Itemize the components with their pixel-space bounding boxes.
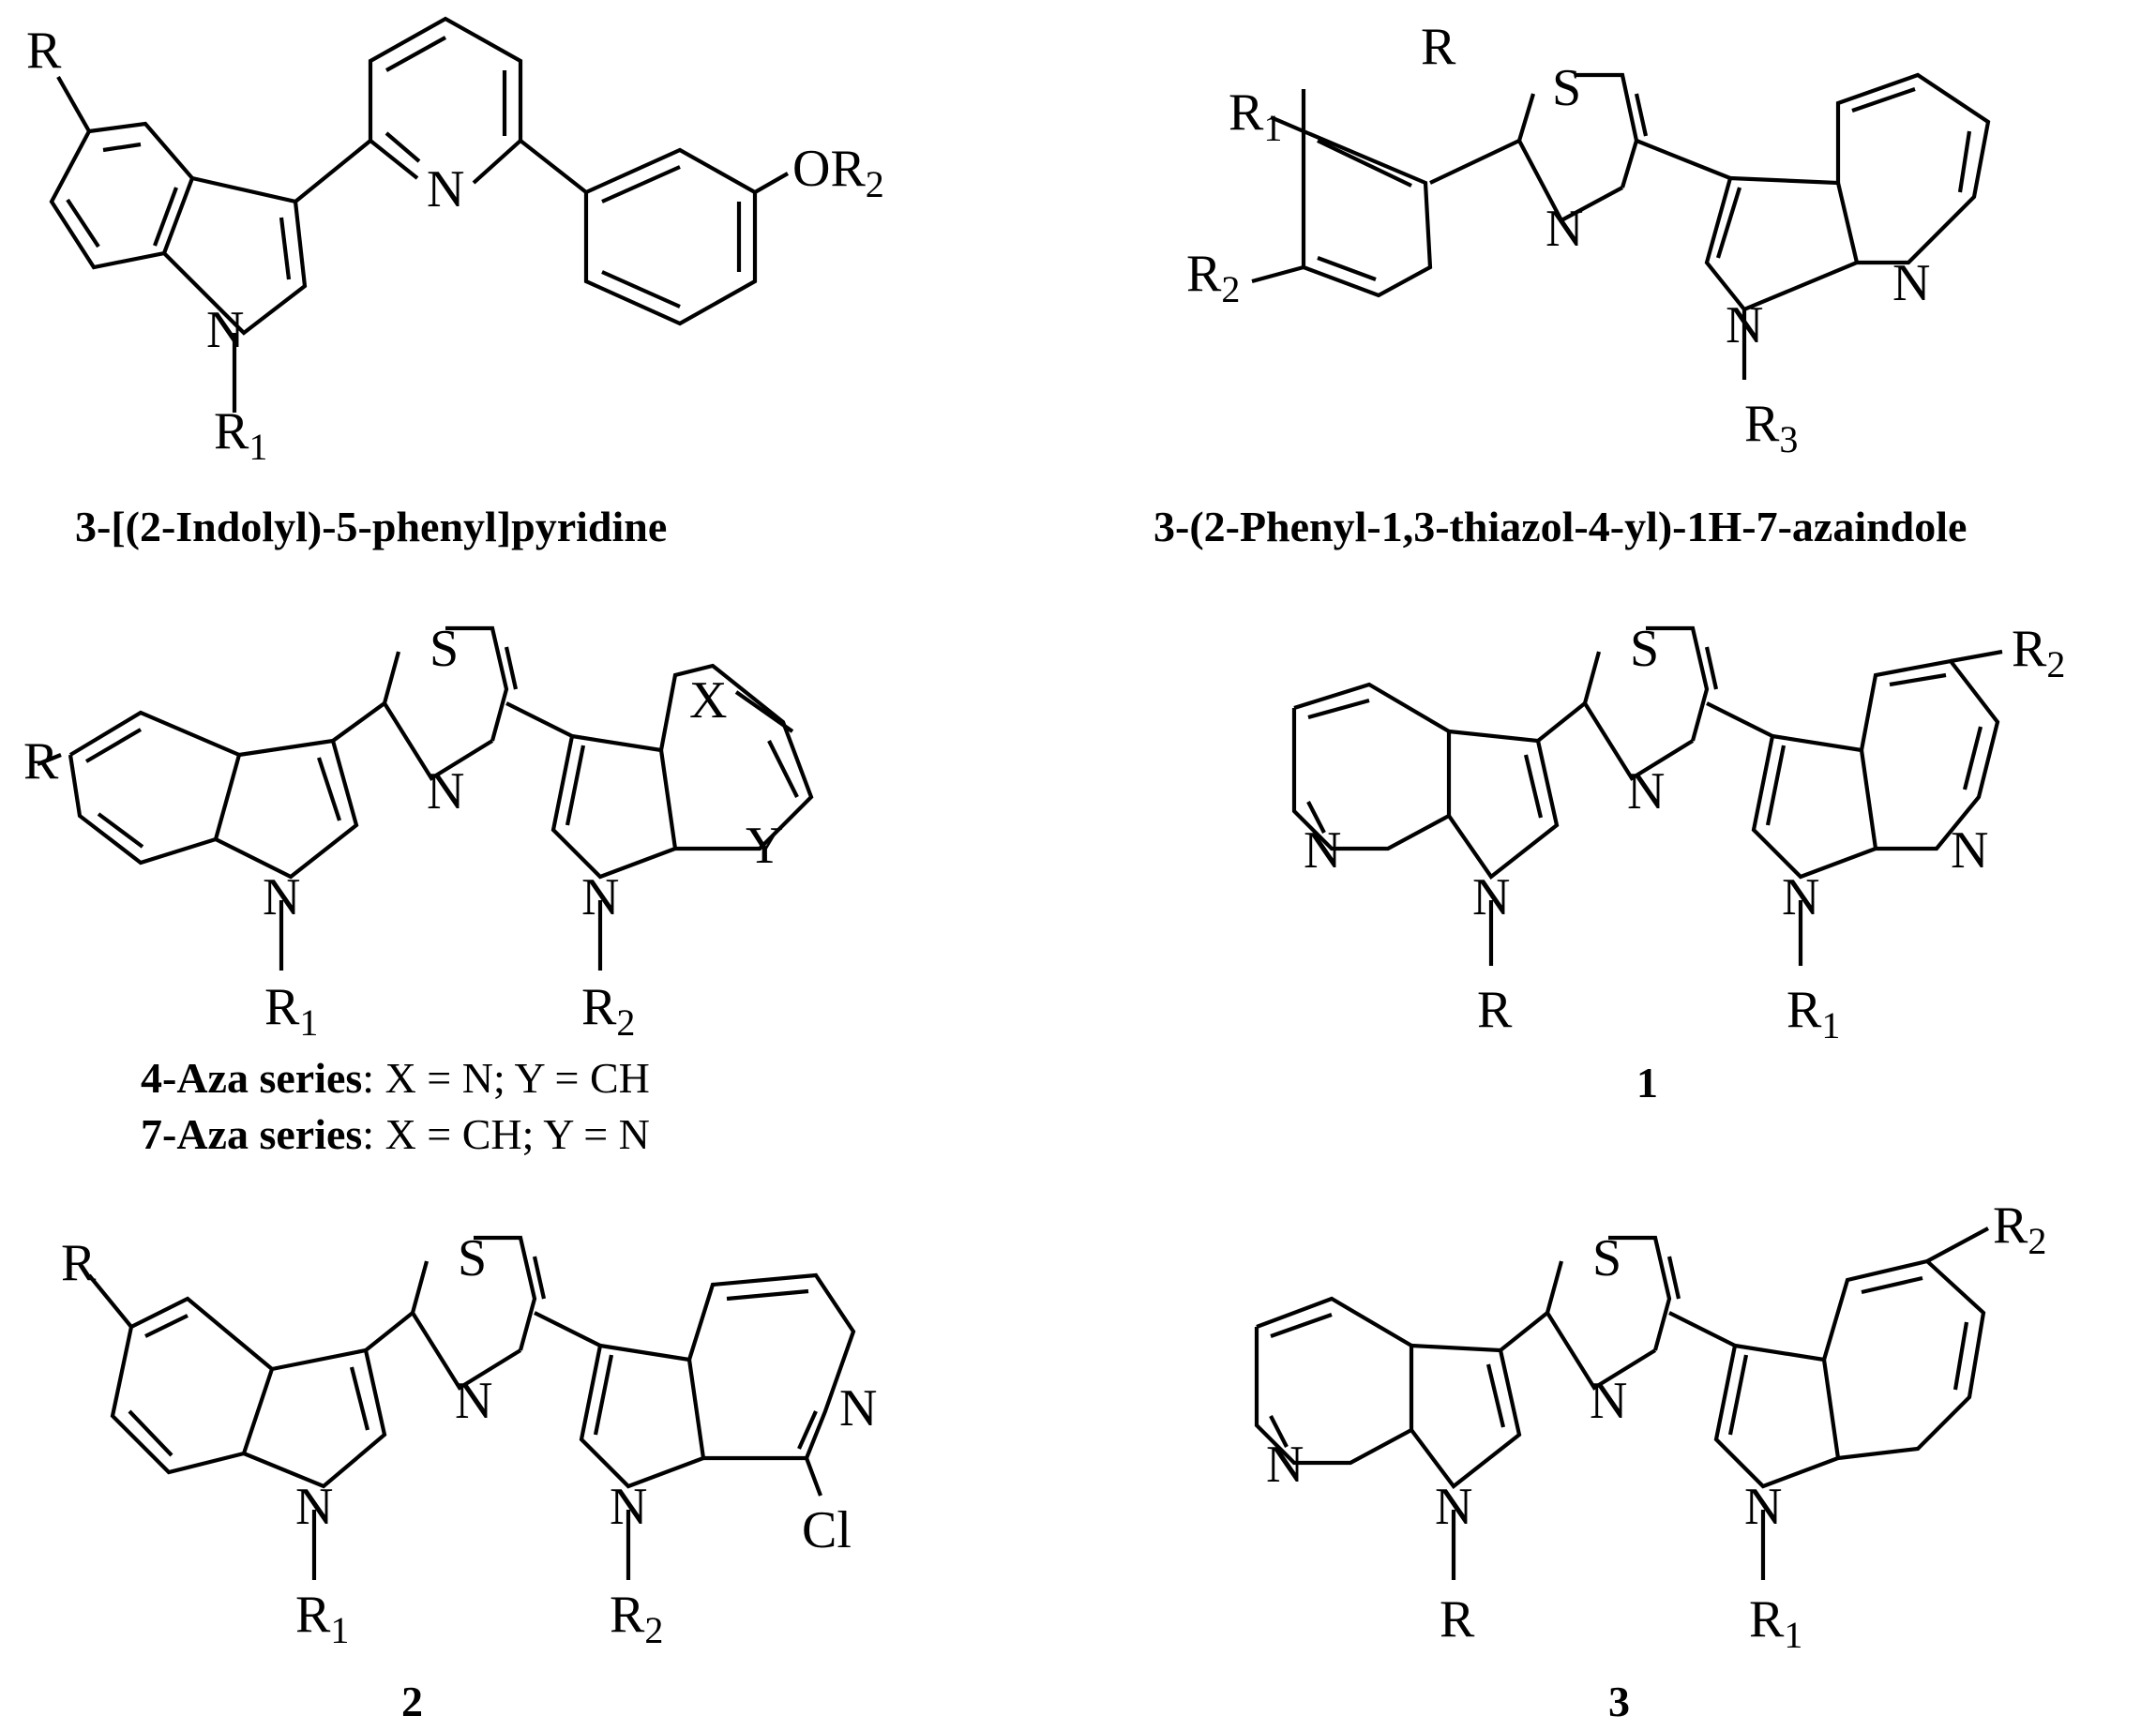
heteroatom-label: N bbox=[839, 1379, 877, 1437]
molecule-compound-3 bbox=[1254, 1227, 1989, 1580]
heteroatom-label: S bbox=[1592, 1229, 1621, 1287]
heteroatom-label: S bbox=[458, 1229, 487, 1287]
substituent-label: R1 bbox=[264, 978, 318, 1044]
heteroatom-label: N bbox=[427, 762, 464, 820]
substituent-label: R1 bbox=[1787, 981, 1840, 1046]
heteroatom-label: N bbox=[206, 301, 244, 359]
substituent-label: R bbox=[1421, 18, 1456, 76]
substituent-label: X bbox=[689, 671, 727, 730]
heteroatom-label: N bbox=[1472, 868, 1510, 926]
molecule-phenyl-thiazolyl-azaindole bbox=[1251, 72, 1991, 380]
caption-compound-3: 3 bbox=[1608, 1677, 1630, 1726]
heteroatom-label: N bbox=[1744, 1478, 1782, 1536]
heteroatom-label: S bbox=[430, 620, 459, 678]
molecule-indolyl-phenyl-pyridine bbox=[49, 16, 790, 413]
heteroatom-label: N bbox=[263, 868, 300, 926]
molecule-compound-1 bbox=[1291, 625, 2003, 966]
substituent-label: R1 bbox=[295, 1586, 349, 1651]
substituent-label: R bbox=[1440, 1590, 1475, 1648]
heteroatom-label: N bbox=[1782, 868, 1819, 926]
substituent-label: R1 bbox=[1229, 83, 1282, 149]
substituent-label: R2 bbox=[1186, 245, 1240, 310]
heteroatom-label: N bbox=[1304, 821, 1341, 880]
substituent-label: R2 bbox=[1993, 1197, 2046, 1262]
substituent-label: R1 bbox=[1749, 1590, 1802, 1656]
heteroatom-label: N bbox=[295, 1478, 333, 1536]
substituent-label: R2 bbox=[610, 1586, 663, 1651]
heteroatom-label: N bbox=[1951, 821, 1988, 880]
caption-line-4-aza: 4-Aza series: X = N; Y = CH bbox=[141, 1050, 650, 1106]
caption-compound-2: 2 bbox=[401, 1677, 423, 1726]
caption-phenyl-thiazolyl-azaindole: 3-(2-Phenyl-1,3-thiazol-4-yl)-1H-7-azain… bbox=[1153, 502, 1967, 551]
substituent-label: R1 bbox=[214, 402, 267, 468]
compound-number: 2 bbox=[401, 1678, 423, 1725]
molecule-compound-2 bbox=[87, 1235, 856, 1580]
series-label: 7-Aza series bbox=[141, 1110, 363, 1158]
series-definition: : X = N; Y = CH bbox=[362, 1054, 650, 1102]
caption-indolyl-phenyl-pyridine: 3-[(2-Indolyl)-5-phenyl]pyridine bbox=[75, 502, 667, 551]
series-definition: : X = CH; Y = N bbox=[362, 1110, 650, 1158]
heteroatom-label: N bbox=[427, 160, 464, 218]
substituent-label: R3 bbox=[1744, 395, 1798, 460]
heteroatom-label: N bbox=[1266, 1436, 1304, 1494]
molecule-aza-series bbox=[37, 625, 814, 971]
substituent-label: OR2 bbox=[792, 140, 884, 205]
caption-aza-series: 4-Aza series: X = N; Y = CH 7-Aza series… bbox=[141, 1050, 650, 1163]
substituent-label: R bbox=[23, 732, 59, 790]
heteroatom-label: N bbox=[581, 868, 619, 926]
compound-number: 3 bbox=[1608, 1678, 1630, 1725]
substituent-label: R2 bbox=[2012, 620, 2065, 685]
heteroatom-label: N bbox=[1892, 254, 1930, 312]
heteroatom-label: N bbox=[1435, 1478, 1472, 1536]
caption-compound-1: 1 bbox=[1636, 1058, 1658, 1107]
heteroatom-label: N bbox=[455, 1372, 492, 1430]
substituent-label: Cl bbox=[802, 1501, 852, 1559]
caption-text: 3-[(2-Indolyl)-5-phenyl]pyridine bbox=[75, 503, 668, 550]
series-label: 4-Aza series bbox=[141, 1054, 363, 1102]
caption-line-7-aza: 7-Aza series: X = CH; Y = N bbox=[141, 1106, 650, 1163]
heteroatom-label: S bbox=[1630, 620, 1659, 678]
heteroatom-label: N bbox=[1627, 762, 1665, 820]
heteroatom-label: N bbox=[610, 1478, 647, 1536]
heteroatom-label: S bbox=[1552, 59, 1581, 117]
caption-text: 3-(2-Phenyl-1,3-thiazol-4-yl)-1H-7-azain… bbox=[1153, 503, 1968, 550]
substituent-label: R bbox=[1477, 981, 1513, 1039]
substituent-label: Y bbox=[746, 817, 783, 875]
substituent-label: R bbox=[26, 22, 62, 80]
heteroatom-label: N bbox=[1590, 1372, 1627, 1430]
substituent-label: R2 bbox=[581, 978, 635, 1044]
substituent-label: R bbox=[61, 1234, 97, 1292]
compound-number: 1 bbox=[1636, 1059, 1658, 1106]
heteroatom-label: N bbox=[1726, 296, 1763, 354]
heteroatom-label: N bbox=[1545, 200, 1583, 258]
